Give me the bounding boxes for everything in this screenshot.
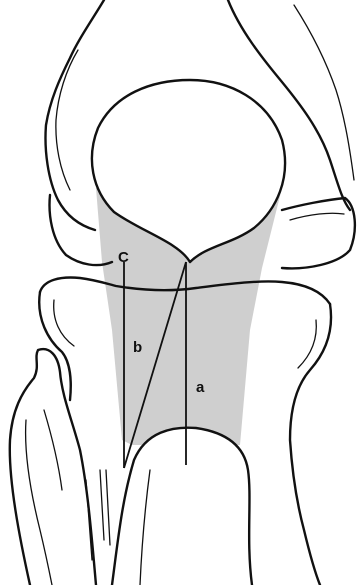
label-b: b	[133, 339, 142, 356]
lower-bone-right-contour	[290, 304, 331, 585]
right-condyle	[282, 198, 355, 268]
lower-bone-right-inner	[298, 320, 316, 368]
upper-bone-left-contour	[46, 0, 105, 230]
upper-bone-right-inner-contour	[294, 5, 354, 180]
right-condyle-inner	[290, 213, 344, 220]
label-c: C	[118, 249, 129, 266]
lower-central-bone	[112, 428, 252, 585]
lower-bone-left-inner	[54, 300, 74, 346]
label-a: a	[196, 379, 205, 396]
upper-bone-left-inner-contour	[56, 50, 78, 190]
left-small-bone	[10, 349, 96, 585]
